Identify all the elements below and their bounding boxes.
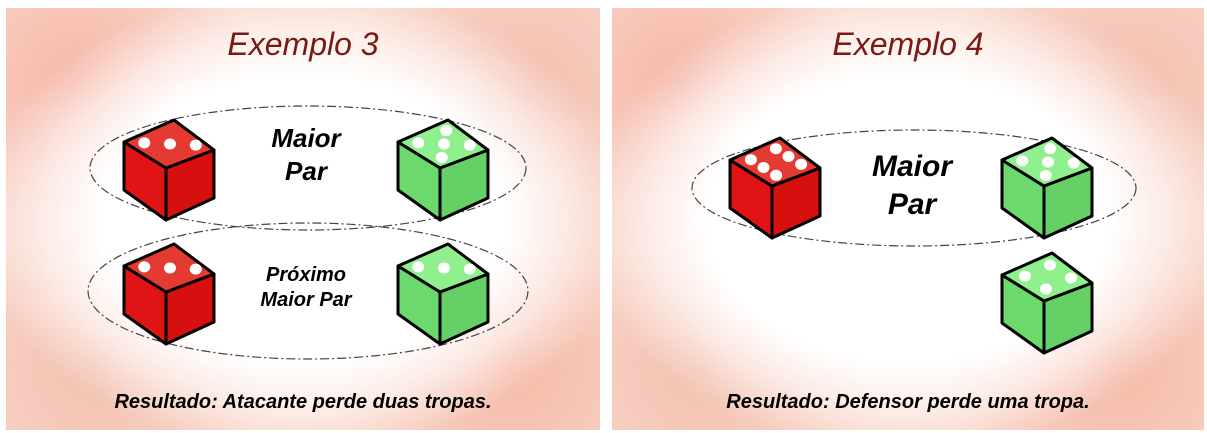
example-4-panel: Exemplo 4 Maior Par Resultado: Defensor … [612,8,1204,430]
die-pip [138,261,151,273]
die-pip [463,263,476,275]
pair-1-label-line1: Maior [271,123,341,153]
die-pip [164,262,176,274]
die-pip [1065,272,1077,284]
die-pip [769,143,782,155]
example-3-title: Exemplo 3 [227,26,379,62]
die-pip [164,138,176,150]
defender-die-2 [396,242,490,346]
die-top-face [1000,251,1094,303]
die-pip [1044,143,1057,155]
pair-1-label-line1: Maior [871,150,952,183]
die-pip [438,262,450,274]
die-pip [438,138,450,150]
die-top-face [728,136,822,188]
die-pip [435,151,448,163]
die-pip [795,158,808,170]
defender-die-extra [1000,251,1094,355]
die-pip [1042,156,1054,168]
die-pip [412,137,425,149]
example-4-result: Resultado: Defensor perde uma tropa. [726,391,1090,413]
die-pip [770,169,783,181]
die-pip [1016,155,1029,167]
die-pip [189,139,202,151]
die-pip [1067,157,1080,169]
die-pip [1044,259,1056,271]
die-pip [744,154,757,166]
attacker-die-1 [122,118,216,222]
pair-2-label-line2: Maior Par [260,289,352,311]
example-3-result: Resultado: Atacante perde duas tropas. [114,391,492,413]
defender-die-1 [1000,136,1094,240]
die-pip [1040,283,1052,295]
example-4-diagram [691,129,1137,355]
die-pip [1039,169,1052,181]
defender-die-1 [396,118,490,222]
die-pip [463,139,476,151]
die-pip [757,162,770,173]
example-3-panel: Exemplo 3 Maior Par Próximo Maior Par Re… [6,8,600,430]
attacker-die-2 [122,242,216,346]
pair-1-label: Maior Par [837,148,987,223]
pair-1-ellipse [691,129,1137,247]
die-pip [1019,270,1031,282]
pair-1-ellipse [89,105,527,231]
pair-2-label: Próximo Maior Par [221,263,391,313]
pair-1-label: Maior Par [231,122,381,187]
die-pip [189,263,202,275]
pair-2-label-line1: Próximo [265,264,347,286]
die-pip [440,125,453,137]
die-pip [782,151,795,162]
die-pip [412,261,425,273]
die-pip [138,137,151,149]
attacker-die-1 [728,136,822,240]
example-4-title: Exemplo 4 [832,26,984,62]
pair-2-ellipse [87,222,529,360]
pair-1-label-line2: Par [887,187,937,221]
pair-1-label-line2: Par [285,155,327,186]
example-3-diagram [87,105,529,360]
